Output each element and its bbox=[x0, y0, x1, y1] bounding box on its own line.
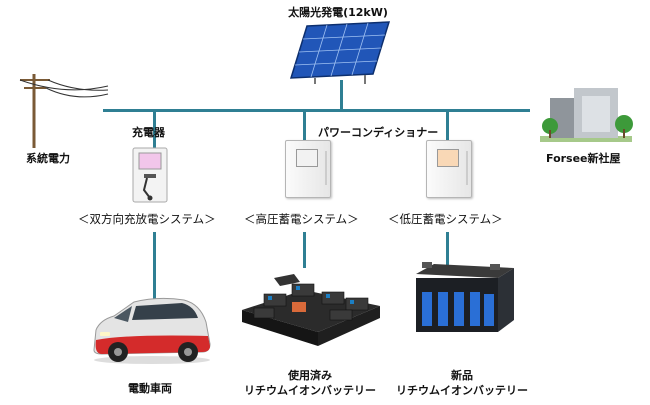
battery-icon bbox=[416, 262, 514, 332]
system-label-bidirectional: ＜双方向充放電システム＞ bbox=[78, 212, 216, 226]
battery-pack-icon bbox=[242, 274, 380, 346]
pcs-label: パワーコンディショナー bbox=[318, 126, 439, 139]
charger-drop-line bbox=[153, 110, 156, 148]
system-label-low-voltage: ＜低圧蓄電システム＞ bbox=[388, 212, 503, 226]
high-to-battery-line bbox=[303, 232, 306, 268]
new-battery-label-line2: リチウムイオンバッテリー bbox=[396, 384, 528, 397]
grid-label: 系統電力 bbox=[26, 152, 70, 165]
low-to-battery-line bbox=[446, 232, 449, 268]
power-conditioner-icon bbox=[426, 140, 472, 198]
electric-car-icon bbox=[93, 297, 211, 364]
used-battery-label-line1: 使用済み bbox=[288, 369, 332, 382]
main-bus-line bbox=[103, 109, 530, 112]
utility-pole-icon bbox=[19, 74, 109, 148]
bidirectional-to-ev-line bbox=[153, 232, 156, 300]
solar-panel-icon bbox=[289, 21, 391, 84]
pcs-high-drop-line bbox=[303, 110, 306, 140]
charger-label: 充電器 bbox=[132, 126, 165, 139]
ev-label: 電動車両 bbox=[128, 382, 172, 395]
new-battery-label-line1: 新品 bbox=[451, 369, 473, 382]
building-icon bbox=[540, 88, 633, 142]
used-battery-label-line2: リチウムイオンバッテリー bbox=[244, 384, 376, 397]
power-conditioner-icon bbox=[285, 140, 331, 198]
solar-drop-line bbox=[340, 80, 343, 110]
building-label: Forsee新社屋 bbox=[546, 152, 621, 165]
charger-icon bbox=[132, 147, 168, 203]
solar-label: 太陽光発電(12kW) bbox=[288, 6, 388, 19]
pcs-low-drop-line bbox=[446, 110, 449, 140]
system-label-high-voltage: ＜高圧蓄電システム＞ bbox=[244, 212, 359, 226]
